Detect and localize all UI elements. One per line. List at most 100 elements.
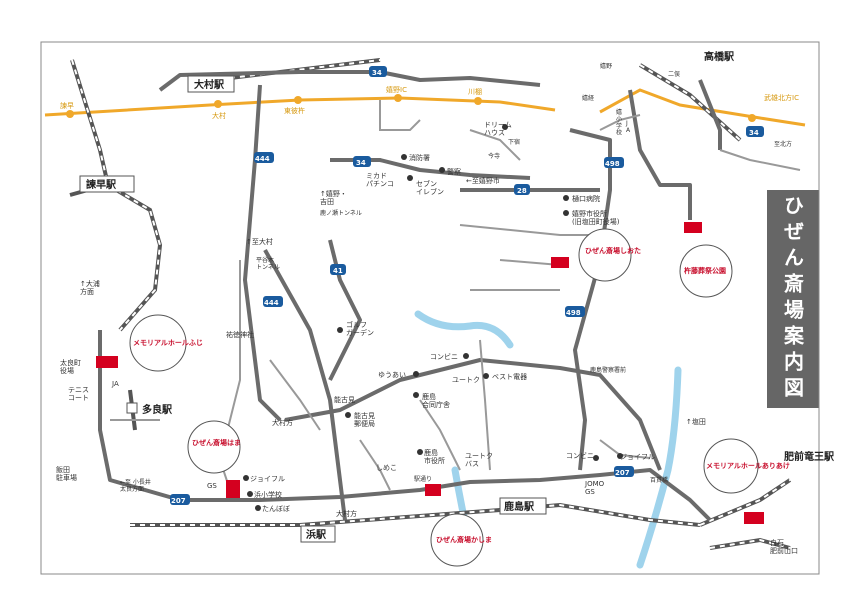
- map-title: ひぜん斎場案内図: [767, 190, 819, 408]
- label-shobosho: 消防署: [409, 153, 430, 162]
- station-omura: 大村駅: [187, 75, 235, 93]
- label-to-oura: ↑大浦方面: [80, 279, 100, 296]
- label-golf: ゴルフガーデン: [346, 320, 374, 337]
- venue-ariake[interactable]: メモリアルホールありあけ: [703, 438, 790, 524]
- label-station-road: 駅通り: [414, 475, 432, 483]
- label-to-shiota: ↑塩田: [686, 417, 706, 426]
- label-tanbobo: たんぼぼ: [262, 505, 290, 513]
- railway-dashes: [71, 59, 791, 549]
- svg-text:諫早駅: 諫早駅: [86, 178, 117, 191]
- label-joyful2: ジョイフル: [250, 475, 285, 483]
- svg-text:浜駅: 浜駅: [306, 528, 327, 541]
- label-mikado: ミカドパチンコ: [366, 172, 394, 188]
- venue-fuji[interactable]: メモリアルホールふじ: [96, 314, 203, 372]
- route-498b: 498: [565, 306, 585, 317]
- label-keisatsu: 警察: [447, 167, 461, 176]
- svg-text:メモリアルホールふじ: メモリアルホールふじ: [133, 339, 203, 347]
- svg-text:34: 34: [356, 159, 366, 167]
- label-joyful1: ジョイフル: [620, 453, 655, 461]
- svg-text:34: 34: [749, 129, 759, 137]
- svg-text:498: 498: [566, 309, 581, 317]
- label-kashima-city: 鹿島市役所: [424, 448, 445, 465]
- svg-text:444: 444: [264, 299, 279, 307]
- label-yutoku: ユートク: [452, 376, 480, 384]
- label-ja1: JA: [111, 380, 119, 388]
- svg-text:大村駅: 大村駅: [194, 78, 225, 91]
- label-yutoku-bus: ユートクバス: [465, 452, 493, 468]
- label-konbini1: コンビニ: [430, 352, 458, 361]
- label-hyakkaya: 百貫橋: [650, 476, 668, 484]
- route-444b: 444: [263, 296, 283, 307]
- station-kashima: 鹿島駅: [499, 497, 547, 515]
- exp-ureshino-ic: 嬉野IC: [386, 85, 407, 94]
- route-41: 41: [330, 264, 346, 275]
- label-nose: 能古見: [334, 395, 355, 404]
- label-kashima-gov: 鹿島合同庁舎: [422, 392, 450, 409]
- label-to-kitagata: 至北方: [774, 140, 792, 148]
- exp-isahaya: 諫早: [60, 101, 74, 110]
- label-shimojuku: 下宿: [508, 138, 520, 146]
- label-ureshino-city: 嬉野市役所(旧塩田町役場): [572, 209, 620, 226]
- label-kamichi: 嬉野: [600, 62, 612, 70]
- exp-omura: 大村: [212, 111, 226, 120]
- svg-text:杵藤葬祭公園: 杵藤葬祭公園: [684, 266, 726, 275]
- label-school: 嬉小学校: [616, 108, 622, 137]
- svg-text:鹿島駅: 鹿島駅: [504, 500, 535, 513]
- svg-text:498: 498: [605, 160, 620, 168]
- label-tunnel2: 平谷木トンネル: [256, 256, 280, 271]
- label-shinoko: しめこ: [376, 464, 397, 472]
- label-dream-house: ドリームハウス: [484, 121, 512, 137]
- venue-kashima[interactable]: ひぜん斎場かしま: [425, 484, 492, 567]
- route-498a: 498: [604, 157, 624, 168]
- exp-kawara: 川棚: [468, 87, 482, 96]
- route-444a: 444: [254, 152, 274, 163]
- label-tara-office: 太良町役場: [60, 358, 81, 375]
- route-28: 28: [514, 184, 530, 195]
- label-konbini2: コンビニ: [566, 451, 594, 460]
- svg-text:41: 41: [333, 267, 343, 275]
- station-isahaya: 諫早駅: [79, 175, 135, 193]
- label-to-ureshino: ←至嬉野市: [466, 176, 500, 185]
- label-yuki: 祐徳神社: [226, 330, 254, 339]
- secondary-roads: [110, 100, 801, 491]
- svg-text:34: 34: [372, 69, 382, 77]
- svg-text:肥前竜王駅: 肥前竜王駅: [784, 450, 835, 463]
- svg-text:28: 28: [517, 187, 527, 195]
- venue-kinegaya[interactable]: 杵藤葬祭公園: [679, 222, 733, 298]
- label-yuaoi: ゆうあい: [378, 371, 406, 379]
- svg-text:ひぜん斎場かしま: ひぜん斎場かしま: [436, 535, 492, 544]
- label-to-omura: ↑至大村: [246, 237, 273, 246]
- label-nisshin: 二俣: [668, 70, 680, 78]
- route-207b: 207: [614, 466, 634, 477]
- label-omurakata2: 大村方: [336, 509, 357, 518]
- expressway-stops: [66, 94, 756, 122]
- svg-text:多良駅: 多良駅: [142, 403, 173, 416]
- label-tunnel1: 鹿ノ瀬トンネル: [320, 209, 362, 217]
- station-hizen-ryuo: 肥前竜王駅: [784, 450, 835, 463]
- route-shields: 34 34 34 444 444 41 28 498 498 207 207: [170, 66, 764, 505]
- svg-text:高橋駅: 高橋駅: [704, 50, 735, 63]
- venue-hama[interactable]: ひぜん斎場はま: [187, 420, 241, 498]
- label-ureshino-yoshida: ↑嬉野・吉田: [320, 189, 347, 206]
- exp-takeo-kitagata: 武雄北方IC: [764, 93, 799, 102]
- svg-text:ひぜん斎場しおた: ひぜん斎場しおた: [585, 246, 641, 255]
- route-34c: 34: [746, 126, 764, 137]
- route-207a: 207: [170, 494, 190, 505]
- route-34a: 34: [369, 66, 387, 77]
- label-to-obama: ←至 小長井太良方面: [120, 478, 151, 493]
- svg-text:ひぜん斎場はま: ひぜん斎場はま: [192, 438, 241, 447]
- label-omurakata1: 大村方: [272, 418, 293, 427]
- label-higuchi: 樋口病院: [572, 194, 600, 203]
- label-shiroishi: 白石肥前山口: [770, 538, 798, 555]
- exp-higashisonogi: 東彼杵: [284, 106, 305, 115]
- station-tara: 多良駅: [126, 402, 173, 416]
- label-best: ベスト電器: [492, 373, 527, 381]
- landmark-dots: [243, 124, 623, 511]
- label-gs: GS: [207, 482, 217, 490]
- station-hama: 浜駅: [300, 525, 336, 543]
- expressway: [44, 88, 806, 127]
- svg-text:444: 444: [255, 155, 270, 163]
- venue-shiota[interactable]: ひぜん斎場しおた: [551, 228, 641, 282]
